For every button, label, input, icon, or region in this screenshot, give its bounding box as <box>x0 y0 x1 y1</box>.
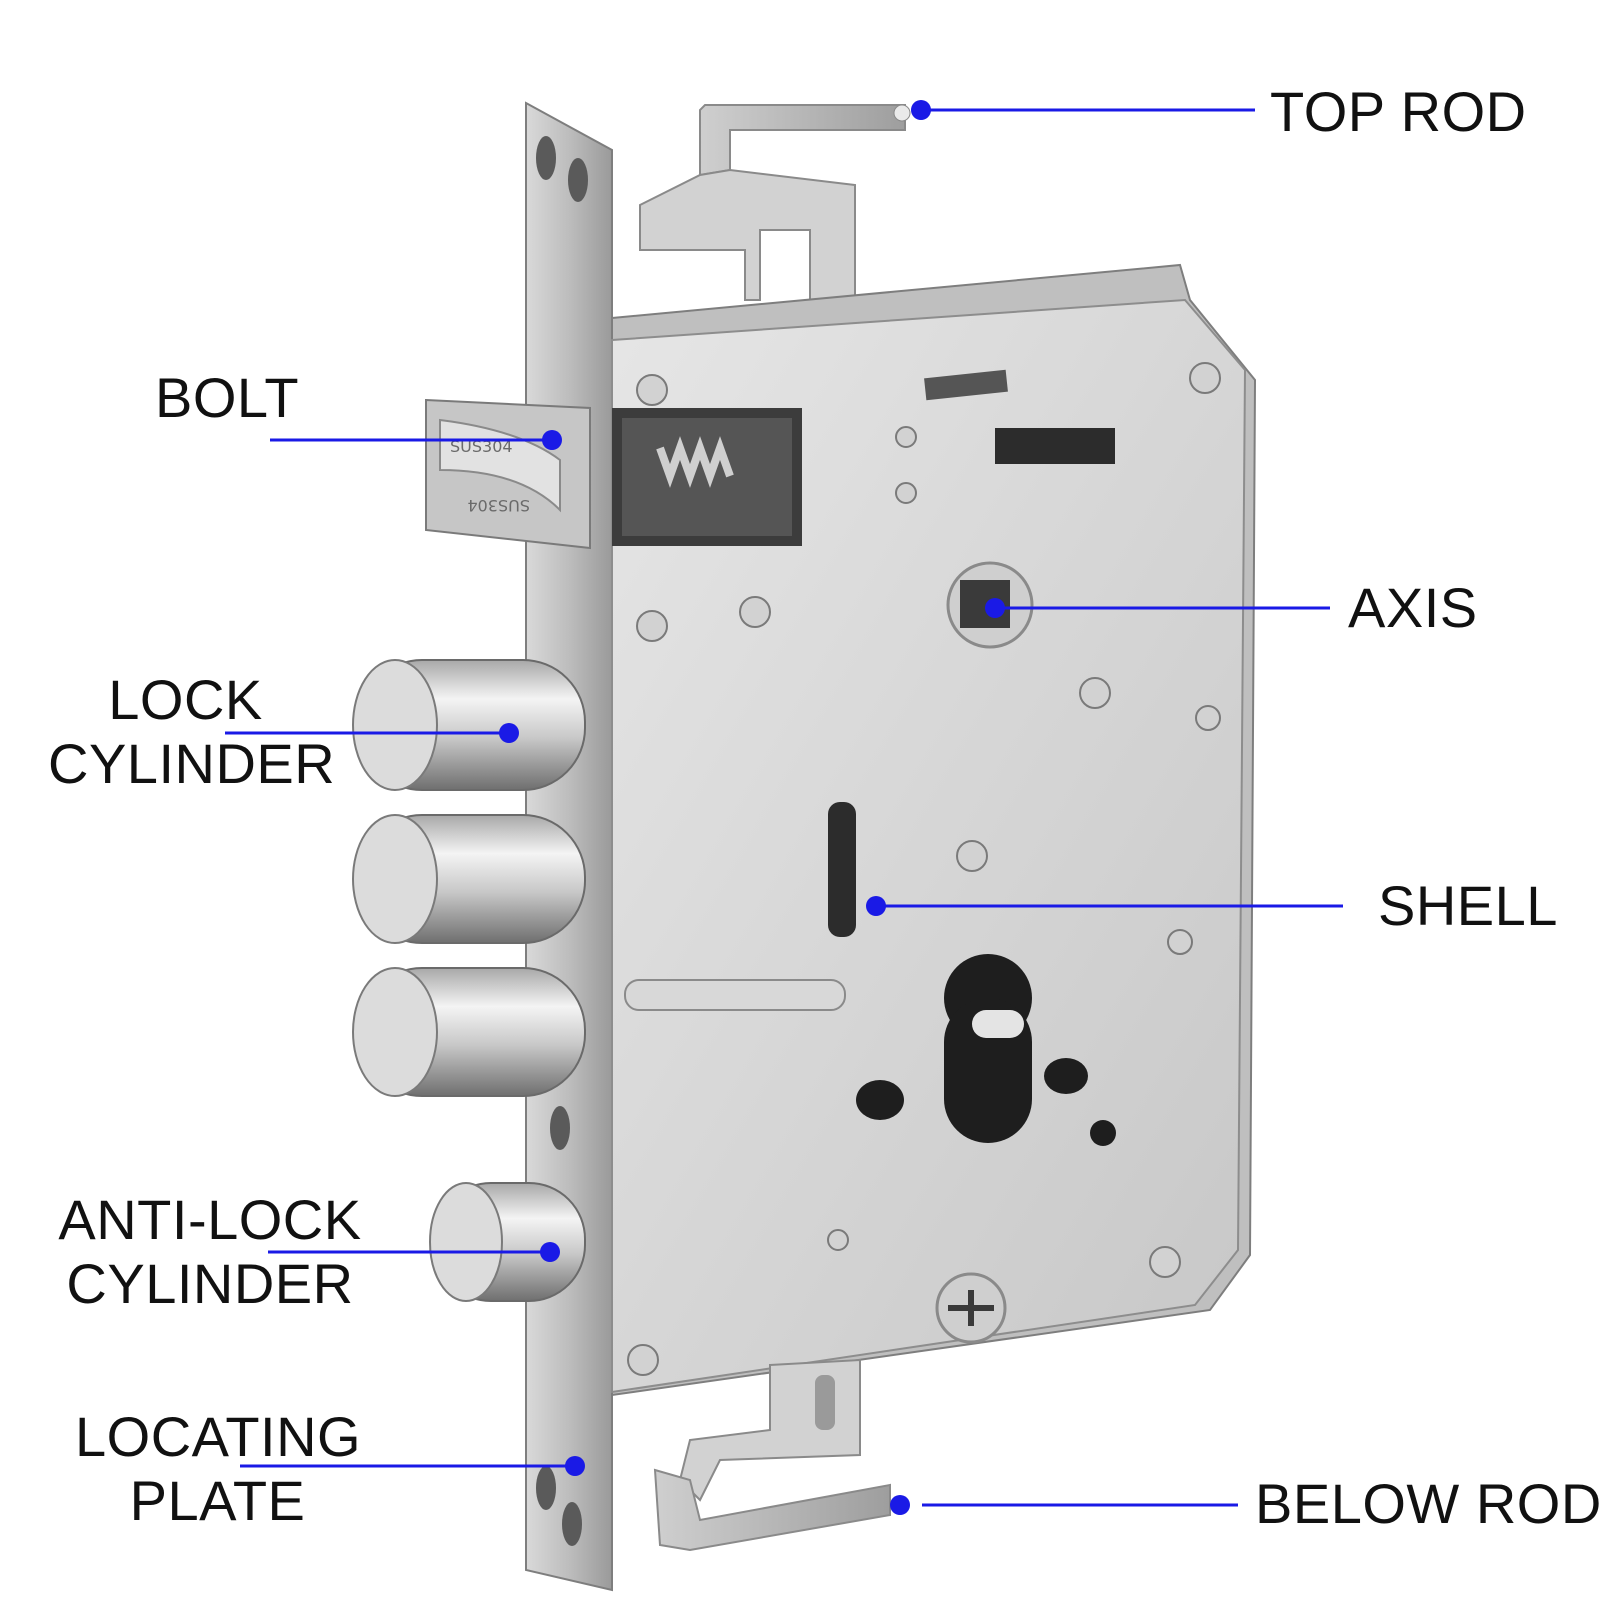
dot-top-rod <box>911 100 931 120</box>
label-anti-lock-cylinder: ANTI-LOCK CYLINDER <box>55 1188 365 1316</box>
bolt: SUS304 SUS304 <box>425 398 591 550</box>
label-below-rod: BELOW ROD <box>1255 1472 1600 1535</box>
label-bolt: BOLT <box>155 366 300 429</box>
dot-bolt <box>542 430 562 450</box>
dot-locating-plate <box>565 1456 585 1476</box>
leader-dots <box>499 100 1005 1515</box>
lock-cylinders <box>352 659 586 1097</box>
label-anti-lock-cylinder-line1: ANTI-LOCK <box>58 1188 362 1251</box>
bolt-stamp-bottom: SUS304 <box>467 496 530 515</box>
below-rod <box>653 1358 891 1552</box>
label-shell: SHELL <box>1378 874 1558 937</box>
label-locating-plate-line2: PLATE <box>129 1469 306 1532</box>
bolt-stamp-top: SUS304 <box>450 437 513 456</box>
dot-anti-lock-cylinder <box>540 1242 560 1262</box>
label-top-rod: TOP ROD <box>1270 80 1527 143</box>
top-rod <box>639 104 911 301</box>
anti-lock-cylinder <box>429 1182 586 1302</box>
label-lock-cylinder-line1: LOCK <box>108 668 263 731</box>
label-lock-cylinder-line2: CYLINDER <box>48 732 336 795</box>
lock-shell <box>611 263 1257 1397</box>
dot-below-rod <box>890 1495 910 1515</box>
label-locating-plate: LOCATING PLATE <box>75 1405 362 1533</box>
label-anti-lock-cylinder-line2: CYLINDER <box>66 1252 354 1315</box>
dot-shell <box>866 896 886 916</box>
label-lock-cylinder: LOCK CYLINDER <box>48 668 336 796</box>
label-axis: AXIS <box>1348 576 1478 639</box>
dot-axis <box>985 598 1005 618</box>
label-locating-plate-line1: LOCATING <box>75 1405 362 1468</box>
dot-lock-cylinder <box>499 723 519 743</box>
leader-lines <box>225 108 1343 1507</box>
